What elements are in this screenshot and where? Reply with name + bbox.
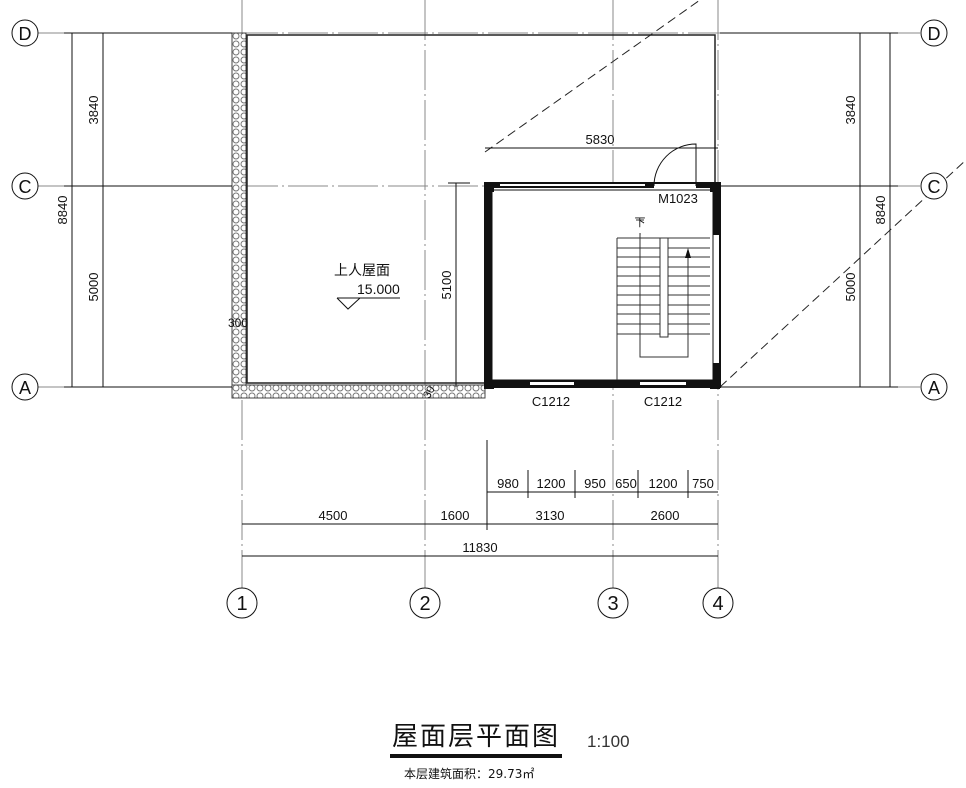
axis-label-4: 4 bbox=[712, 593, 723, 615]
axis-label-a-left: A bbox=[19, 378, 31, 398]
dim-right-top: 3840 bbox=[843, 96, 858, 125]
stair-room bbox=[484, 143, 721, 389]
dim-950: 950 bbox=[584, 476, 606, 491]
window-label-2: C1212 bbox=[644, 394, 682, 409]
axis-label-d-left: D bbox=[19, 24, 32, 44]
dim-4500: 4500 bbox=[319, 508, 348, 523]
dim-right-total: 8840 bbox=[873, 196, 888, 225]
stair-arrow-icon bbox=[685, 248, 691, 258]
stair bbox=[616, 219, 710, 380]
dim-650: 650 bbox=[615, 476, 637, 491]
dim-left-bottom: 5000 bbox=[86, 273, 101, 302]
axis-grid-lines bbox=[38, 0, 920, 588]
axis-bubbles bbox=[11, 19, 948, 619]
dim-2600: 2600 bbox=[651, 508, 680, 523]
axis-label-1: 1 bbox=[236, 593, 247, 615]
dimension-lines bbox=[64, 32, 898, 557]
dim-5830: 5830 bbox=[586, 132, 615, 147]
roof-room-label: 上人屋面 bbox=[334, 262, 390, 278]
dim-left-total: 8840 bbox=[55, 196, 70, 225]
axis-label-d-right: D bbox=[928, 24, 941, 44]
dim-750: 750 bbox=[692, 476, 714, 491]
parapet-wall bbox=[231, 32, 716, 399]
axis-label-c-right: C bbox=[928, 177, 941, 197]
dim-3130: 3130 bbox=[536, 508, 565, 523]
dim-left-top: 3840 bbox=[86, 96, 101, 125]
axis-label-2: 2 bbox=[419, 593, 430, 615]
axis-label-3: 3 bbox=[607, 593, 618, 615]
axis-label-c-left: C bbox=[19, 177, 32, 197]
window-label-1: C1212 bbox=[532, 394, 570, 409]
dim-300: 300 bbox=[228, 316, 248, 330]
dim-5100: 5100 bbox=[439, 271, 454, 300]
axis-label-a-right: A bbox=[928, 378, 940, 398]
dim-1600: 1600 bbox=[441, 508, 470, 523]
dim-30: 30 bbox=[421, 384, 438, 401]
drawing-title: 屋面层平面图 bbox=[390, 722, 563, 758]
dim-980: 980 bbox=[497, 476, 519, 491]
dim-1200-b: 1200 bbox=[649, 476, 678, 491]
elevation-marker-icon bbox=[336, 297, 400, 310]
roof-slope-lines bbox=[484, 0, 966, 388]
dim-right-bottom: 5000 bbox=[843, 273, 858, 302]
dim-11830: 11830 bbox=[462, 540, 497, 555]
dim-1200-a: 1200 bbox=[537, 476, 566, 491]
drawing-scale: 1:100 bbox=[587, 732, 630, 751]
floor-area-note: 本层建筑面积：29.73㎡ bbox=[404, 767, 535, 781]
elevation-value: 15.000 bbox=[357, 281, 400, 297]
stair-down-label: 下 bbox=[635, 217, 646, 229]
door-label: M1023 bbox=[658, 191, 698, 206]
